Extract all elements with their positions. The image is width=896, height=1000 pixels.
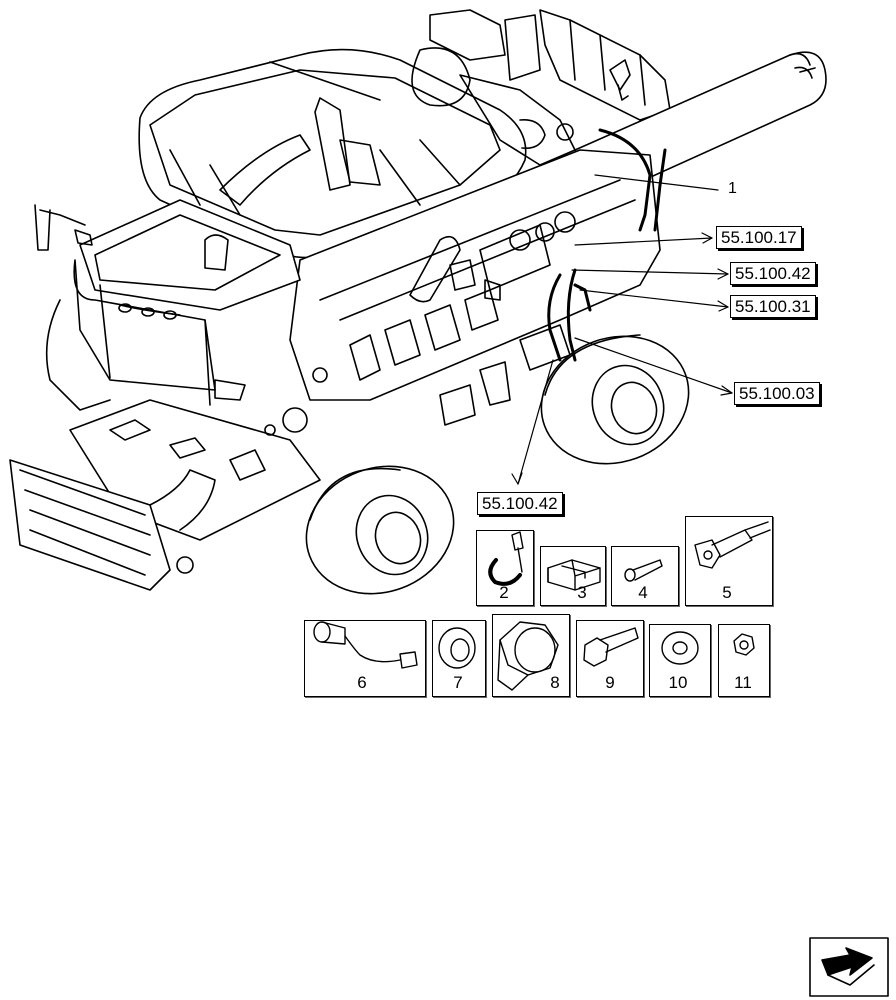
part-number-6: 6: [357, 673, 367, 692]
rear-wheel: [540, 334, 690, 465]
part-number-5: 5: [722, 583, 732, 602]
part-frame-4: [611, 546, 679, 606]
page-arrow-icon[interactable]: [809, 937, 889, 997]
part-number-9: 9: [605, 673, 615, 692]
reference-box-55-100-42-upper[interactable]: 55.100.42: [730, 262, 816, 285]
reference-box-55-100-17[interactable]: 55.100.17: [716, 226, 802, 249]
part-number-7: 7: [453, 673, 463, 692]
part-number-11: 11: [734, 673, 752, 692]
reference-box-55-100-31[interactable]: 55.100.31: [730, 295, 816, 318]
reference-box-55-100-03[interactable]: 55.100.03: [734, 382, 820, 405]
part-number-3: 3: [577, 583, 587, 602]
front-wheel: [305, 465, 455, 595]
machine-body: [289, 149, 661, 426]
operator-cab: [34, 199, 301, 411]
wiring-harness: [547, 128, 667, 362]
feeder-house: [9, 367, 328, 591]
part-number-8: 8: [550, 673, 560, 692]
grain-tank: [138, 48, 527, 259]
leader-lines: [511, 174, 733, 485]
reference-box-55-100-42-lower[interactable]: 55.100.42: [477, 492, 563, 515]
part-frame-2: [476, 530, 534, 606]
callout-item-1: 1: [728, 180, 737, 197]
part-number-10: 10: [668, 673, 688, 692]
part-number-4: 4: [638, 583, 648, 602]
part-number-2: 2: [499, 583, 509, 602]
